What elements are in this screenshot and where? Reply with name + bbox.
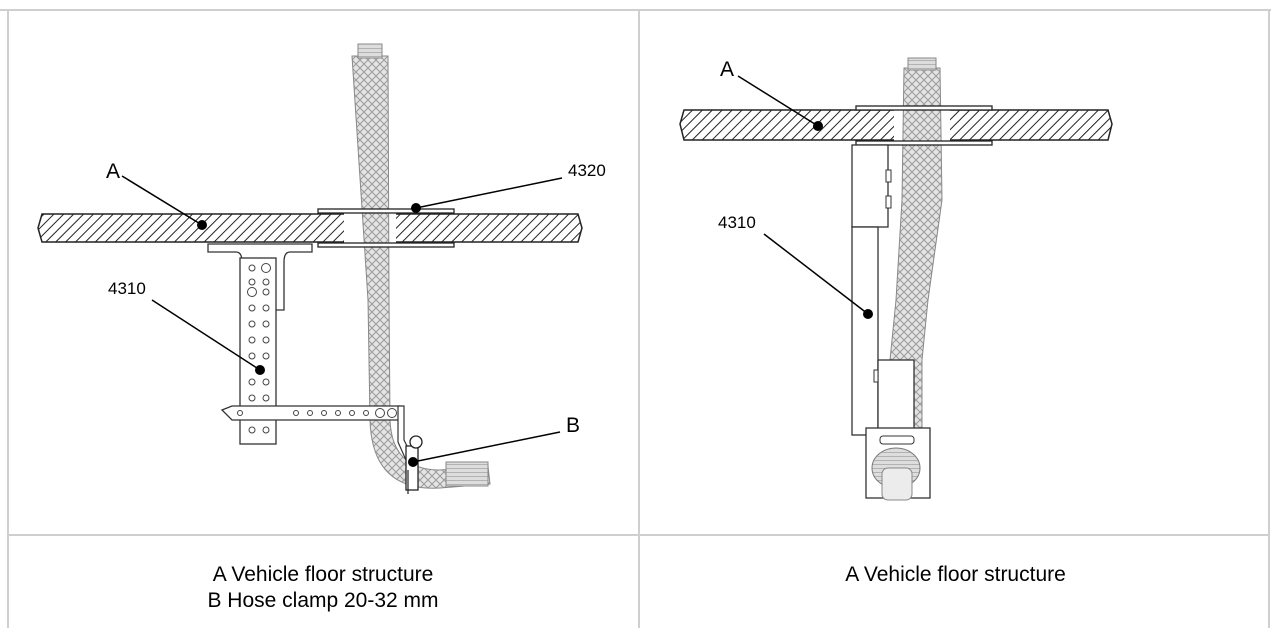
- marker-4320: [411, 203, 421, 213]
- left-callouts: [121, 175, 563, 463]
- caption-left: A Vehicle floor structure B Hose clamp 2…: [8, 562, 638, 614]
- vehicle-floor-left: [37, 213, 583, 243]
- label-4310-left: 4310: [108, 279, 146, 298]
- label-a-right: A: [720, 58, 734, 81]
- marker-a-left: [197, 220, 207, 230]
- right-drawing: [679, 57, 1113, 501]
- label-4320: 4320: [568, 161, 606, 180]
- bracket-4310-right: [851, 226, 879, 436]
- caption-left-line-1: A Vehicle floor structure: [212, 563, 434, 586]
- caption-right-line-1: A Vehicle floor structure: [845, 563, 1066, 586]
- label-a-left: A: [106, 160, 120, 183]
- table-grid: [0, 9, 1271, 628]
- marker-4310-left: [255, 365, 265, 375]
- label-b: B: [566, 414, 580, 437]
- marker-b: [408, 457, 418, 467]
- left-drawing: [37, 43, 583, 494]
- marker-a-right: [813, 121, 823, 131]
- label-4310-right: 4310: [718, 213, 756, 232]
- marker-4310-right: [863, 309, 873, 319]
- caption-left-line-2: B Hose clamp 20-32 mm: [207, 589, 439, 612]
- right-callouts: [737, 75, 869, 315]
- hose-left: [351, 55, 491, 489]
- caption-right: A Vehicle floor structure: [640, 562, 1271, 588]
